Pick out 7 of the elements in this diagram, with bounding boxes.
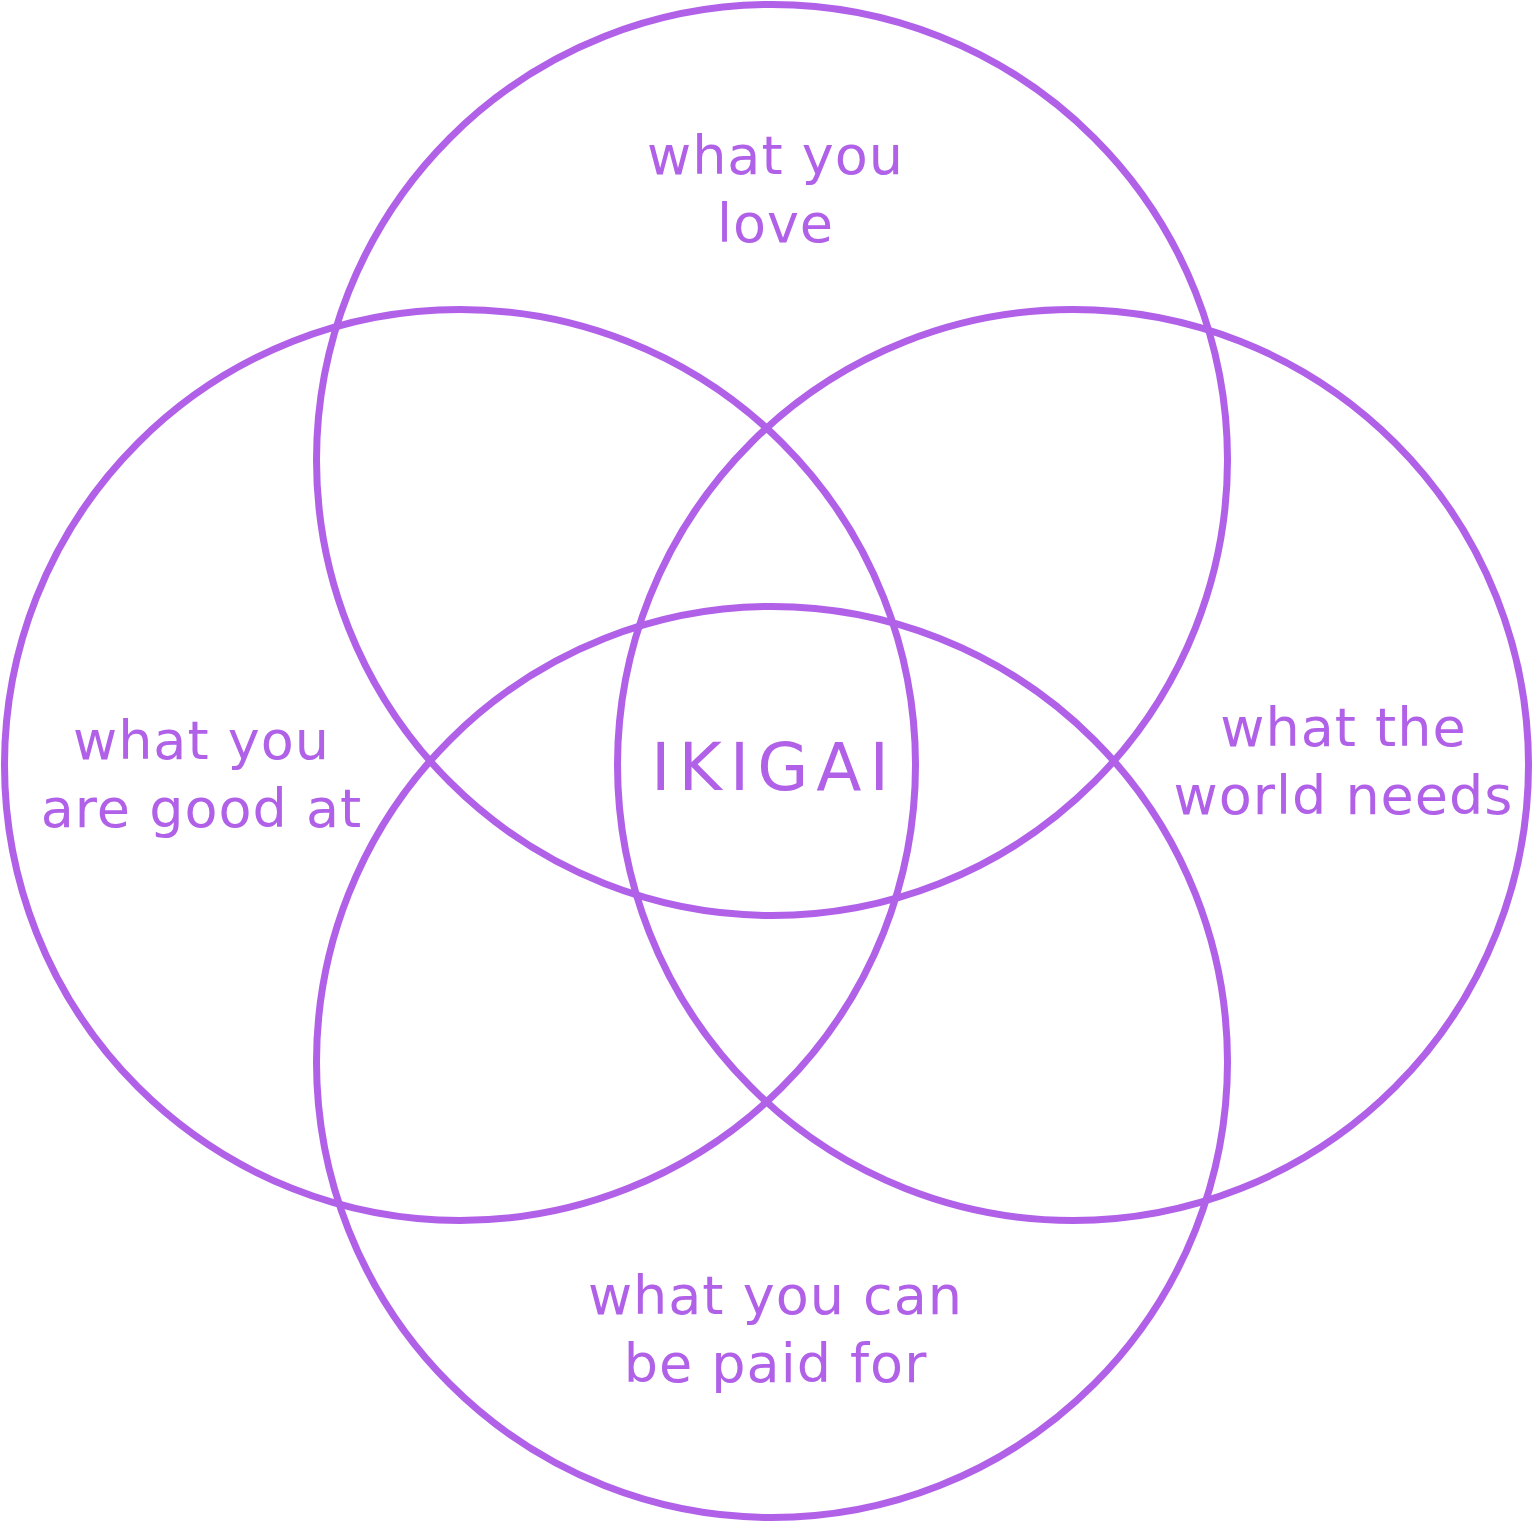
venn-circle <box>614 306 1532 1224</box>
circle-label: what you are good at <box>39 708 364 842</box>
venn-circle <box>1 306 919 1224</box>
circle-label: what the world needs <box>1172 695 1515 829</box>
circle-label: what you love <box>645 123 905 257</box>
circle-label: what you can be paid for <box>586 1263 965 1397</box>
center-label: IKIGAI <box>650 728 897 808</box>
